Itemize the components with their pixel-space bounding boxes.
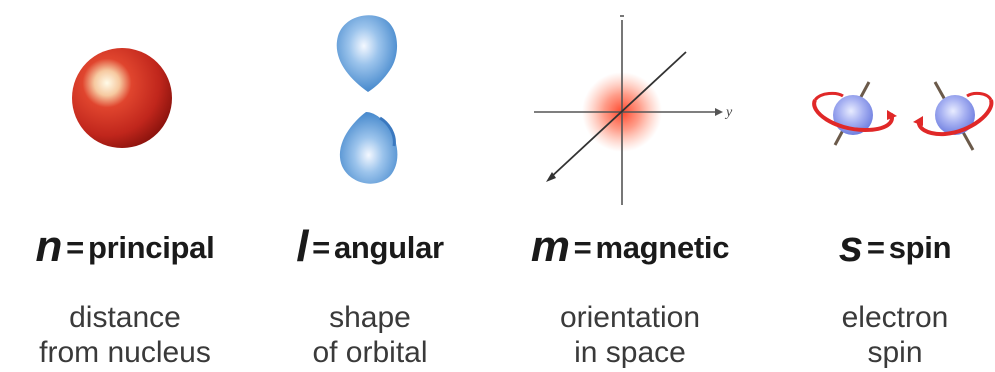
quantum-number-principal: n=principal distance from nucleus <box>0 0 250 372</box>
axes-icon: y <box>490 0 770 210</box>
angular-description: shape of orbital <box>250 300 490 370</box>
spin-title: s=spin <box>795 222 995 272</box>
sphere-icon <box>0 0 250 210</box>
y-axis-label: y <box>724 105 733 120</box>
principal-description: distance from nucleus <box>0 300 250 370</box>
quantum-number-spin: s=spin electron spin <box>795 0 995 372</box>
p-orbital-icon <box>250 0 490 210</box>
spin-description: electron spin <box>795 300 995 370</box>
quantum-number-angular: l=angular shape of orbital <box>250 0 490 372</box>
magnetic-description: orientation in space <box>490 300 770 370</box>
magnetic-title: m=magnetic <box>490 222 770 272</box>
angular-title: l=angular <box>250 222 490 272</box>
quantum-number-magnetic: y m=magnetic orientation in space <box>490 0 770 372</box>
spin-icon <box>795 0 995 210</box>
principal-title: n=principal <box>0 222 250 272</box>
